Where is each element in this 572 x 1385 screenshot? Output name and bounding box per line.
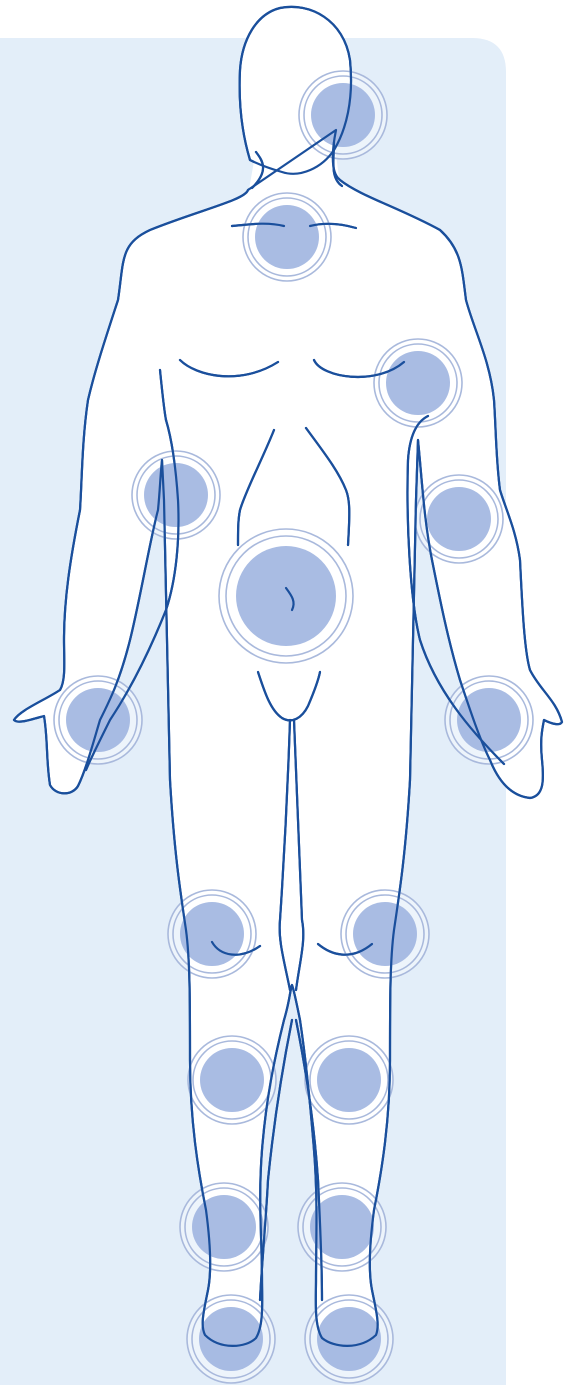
hotspot-dot	[236, 546, 336, 646]
hotspot-left-shin[interactable]	[305, 1036, 393, 1124]
hotspot-dot	[386, 351, 450, 415]
hotspot-neck[interactable]	[243, 193, 331, 281]
hotspot-dot	[180, 902, 244, 966]
hotspot-right-shin[interactable]	[188, 1036, 276, 1124]
hotspot-dot	[192, 1195, 256, 1259]
hotspot-left-upper-arm[interactable]	[415, 475, 503, 563]
hotspot-abdomen[interactable]	[219, 529, 353, 663]
hotspot-right-ankle[interactable]	[180, 1183, 268, 1271]
hotspot-dot	[311, 83, 375, 147]
hotspot-dot	[353, 902, 417, 966]
hotspot-left-knee[interactable]	[341, 890, 429, 978]
hotspot-dot	[200, 1048, 264, 1112]
hotspot-left-hand[interactable]	[445, 676, 533, 764]
hotspot-right-upper-arm[interactable]	[132, 451, 220, 539]
hotspot-dot	[427, 487, 491, 551]
hotspot-left-foot[interactable]	[305, 1295, 393, 1383]
hotspot-dot	[317, 1048, 381, 1112]
hotspot-dot	[255, 205, 319, 269]
hotspot-left-shoulder[interactable]	[374, 339, 462, 427]
